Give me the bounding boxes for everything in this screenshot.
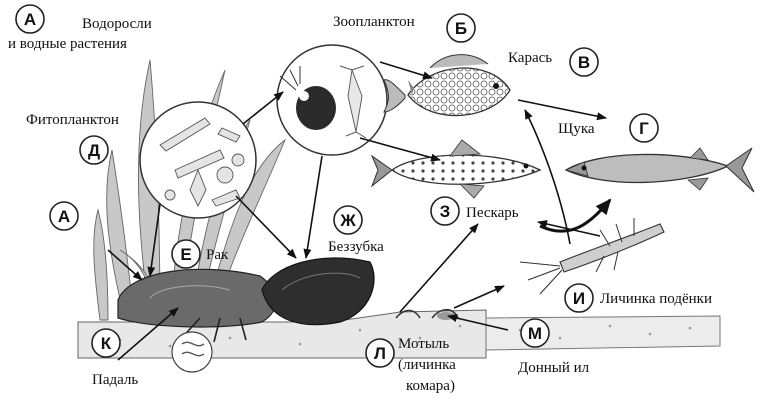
arrow-icon [524, 109, 571, 245]
letter-badge-l: Л [365, 338, 395, 368]
letter-badge-m: М [520, 318, 550, 348]
label-mayfly: Личинка подёнки [600, 291, 712, 307]
svg-text:В: В [578, 53, 590, 72]
plankton-icon [279, 65, 367, 139]
svg-text:Ж: Ж [339, 211, 356, 230]
svg-text:И: И [573, 289, 585, 308]
arrow-icon [453, 285, 505, 309]
svg-text:Г: Г [639, 119, 649, 138]
svg-text:З: З [440, 202, 451, 221]
arrow-icon [379, 61, 433, 80]
label-zooplankton: Зоопланктон [333, 14, 415, 30]
letter-badge-d: Д [79, 135, 109, 165]
svg-text:М: М [528, 324, 542, 343]
svg-text:Е: Е [180, 245, 191, 264]
fish-icon [383, 54, 511, 117]
letter-badge-a-top: А [15, 4, 45, 34]
letter-badge-i: И [564, 283, 594, 313]
label-mussel: Беззубка [328, 239, 384, 255]
letter-badge-a-left: А [49, 201, 79, 231]
label-crayfish: Рак [206, 247, 229, 263]
letter-badge-v: В [569, 47, 599, 77]
label-silt: Донный ил [518, 360, 590, 376]
letter-badge-b: Б [446, 13, 476, 43]
label-algae-line1: Водоросли [82, 16, 152, 32]
svg-text:К: К [101, 334, 112, 353]
arrow-icon [537, 220, 601, 237]
arrow-icon [242, 91, 284, 125]
label-bloodworm-line3: комара) [406, 378, 455, 394]
arrow-icon [517, 99, 607, 121]
letter-badge-z: З [430, 196, 460, 226]
arrow-icon [399, 223, 479, 313]
phytoplankton-circle [139, 101, 257, 219]
label-minnow: Пескарь [466, 205, 519, 221]
letter-badge-e: Е [171, 239, 201, 269]
letter-badge-zh: Ж [333, 205, 363, 235]
arrow-icon [539, 198, 612, 233]
arrow-icon [117, 307, 179, 361]
label-crucian: Карась [508, 50, 552, 66]
zooplankton-circle [276, 44, 388, 156]
label-bloodworm-line1: Мотыль [398, 336, 449, 352]
label-phytoplankton: Фитопланктон [26, 112, 119, 128]
arrow-icon [107, 249, 143, 281]
svg-text:Д: Д [88, 141, 100, 160]
svg-text:Л: Л [374, 344, 386, 363]
letter-badge-k: К [91, 328, 121, 358]
food-web-arrows [107, 61, 612, 361]
label-pike: Щука [558, 121, 595, 137]
fish-icon [564, 147, 755, 193]
larva-icon [519, 218, 665, 295]
svg-text:А: А [24, 10, 36, 29]
svg-text:А: А [58, 207, 70, 226]
arrow-icon [447, 314, 509, 331]
arrow-icon [147, 203, 161, 277]
mussel-icon [261, 257, 375, 326]
arrow-icon [235, 195, 297, 259]
carrion-circle [171, 331, 213, 373]
svg-text:Б: Б [455, 19, 467, 38]
label-algae-line2: и водные растения [8, 36, 127, 52]
plankton-icon [159, 117, 245, 208]
arrow-icon [359, 137, 441, 162]
letter-badge-g: Г [629, 113, 659, 143]
arrow-icon [303, 155, 323, 259]
label-bloodworm-line2: (личинка [398, 357, 456, 373]
label-carrion: Падаль [92, 372, 138, 388]
